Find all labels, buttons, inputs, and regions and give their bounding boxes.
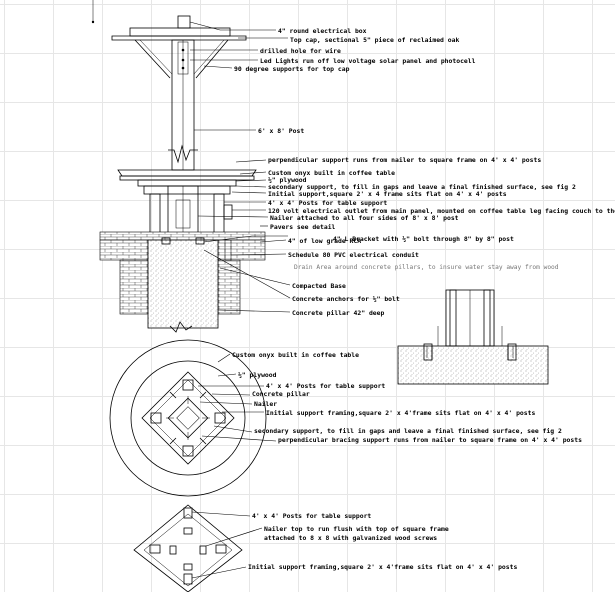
- plan-label-table-posts: 4' x 4' Posts for table support: [266, 382, 385, 390]
- label-l-bracket: 4" L Bracket with ½" bolt through 8" by …: [333, 235, 514, 243]
- label-secondary-support: secondary support, to fill in gaps and l…: [268, 183, 576, 191]
- plan-view: [109, 339, 267, 497]
- pavers: [99, 231, 266, 241]
- label-nailer: Nailer attached to all four sides of 8' …: [270, 214, 459, 222]
- label-led-lights: Led Lights run off low voltage solar pan…: [260, 57, 476, 65]
- plan-label-perpendicular-bracing: perpendicular bracing support runs from …: [278, 436, 582, 444]
- top-cap: [111, 35, 247, 41]
- plan-label-plywood: ½" plywood: [238, 371, 277, 379]
- label-top-cap: Top cap, sectional 5" piece of reclaimed…: [290, 36, 459, 44]
- label-90-supports: 90 degree supports for top cap: [234, 65, 350, 73]
- label-drilled-hole: drilled hole for wire: [260, 47, 341, 55]
- small-plan-leaders: [191, 511, 263, 579]
- small-plan-label-group: 4' x 4' Posts for table support Nailer t…: [248, 512, 517, 571]
- plan-outer-circle: [109, 339, 267, 497]
- small-label-galvanized: attached to 8 x 8 with galvanized wood s…: [264, 534, 437, 542]
- label-pavers: Pavers see detail: [270, 223, 336, 231]
- label-initial-support: Initial support,square 2' x 4 frame sits…: [268, 190, 507, 198]
- rca-layer: [119, 259, 149, 315]
- label-perpendicular-support: perpendicular support runs from nailer t…: [268, 156, 541, 164]
- label-outlet: 120 volt electrical outlet from main pan…: [268, 207, 615, 215]
- elevation-leaders: [189, 21, 291, 313]
- label-drain-area: Drain Area around concrete pillars, to i…: [294, 264, 559, 271]
- plan-label-concrete-pillar: Concrete pillar: [252, 390, 310, 398]
- label-post: 6' x 8' Post: [258, 127, 304, 135]
- plan-label-group: Custom onyx built in coffee table ½" ply…: [232, 351, 582, 444]
- plan-label-onyx-table: Custom onyx built in coffee table: [232, 351, 359, 359]
- concrete-pillar: [147, 239, 219, 329]
- small-plan-diamond: [133, 504, 243, 592]
- plan-label-initial-framing: Initial support framing,square 2' x 4'fr…: [266, 409, 535, 417]
- electrical-box: [177, 15, 191, 29]
- small-label-table-posts: 4' x 4' Posts for table support: [252, 512, 371, 520]
- plan-leaders: [198, 353, 277, 442]
- label-table-posts: 4' x 4' Posts for table support: [268, 199, 387, 207]
- label-electrical-box: 4" round electrical box: [278, 27, 367, 35]
- bracket-detail: [397, 289, 549, 385]
- label-compacted-base: Compacted Base: [292, 282, 346, 290]
- elevation-label-group: 4" round electrical box Top cap, section…: [234, 27, 615, 317]
- label-rca: 4" of low grade RCA: [288, 237, 361, 245]
- plan-label-secondary-support: secondary support, to fill in gaps and l…: [254, 427, 562, 435]
- label-concrete-pillar: Concrete pillar 42" deep: [292, 309, 384, 317]
- small-label-initial-framing: Initial support framing,square 2' x 4'fr…: [248, 563, 517, 571]
- label-plywood: ½" plywood: [268, 176, 307, 184]
- small-label-nailer-top: Nailer top to run flush with top of squa…: [264, 525, 449, 533]
- plan-label-nailer: Nailer: [254, 400, 277, 408]
- plan-inner-circle: [130, 360, 246, 476]
- label-onyx-table: Custom onyx built in coffee table: [268, 169, 395, 177]
- elevation-section: [91, 0, 266, 333]
- label-concrete-anchors: Concrete anchors for ½" bolt: [292, 295, 400, 303]
- small-plan-view: [133, 504, 243, 592]
- onyx-table: [117, 169, 257, 177]
- detail-pillar: [397, 345, 549, 385]
- label-conduit: Schedule 80 PVC electrical conduit: [288, 251, 419, 259]
